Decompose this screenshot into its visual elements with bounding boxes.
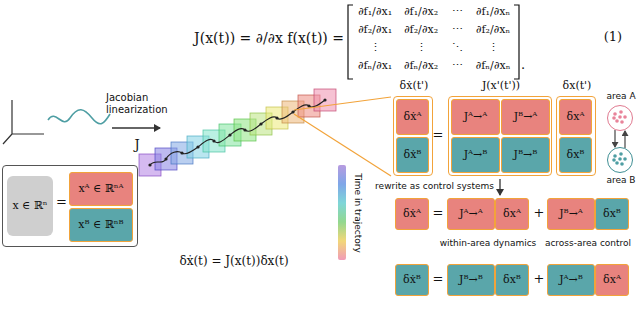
label: =	[430, 206, 446, 221]
matrix-entry: ∂f₁/∂x₂	[398, 6, 444, 19]
node-text: δxᴮ	[567, 149, 585, 162]
label: +	[532, 272, 546, 287]
node-text: Jᴬ→ᴬ	[464, 111, 488, 124]
node-text: δẋᴮ	[404, 149, 422, 162]
equation-cell: δẋᴬ	[395, 198, 429, 230]
state-vector: x ∈ ℝⁿ	[7, 176, 53, 236]
matrix-entry: ⋮	[470, 42, 516, 55]
label: J	[130, 138, 144, 153]
matrix-entry: ∂f₁/∂xₙ	[470, 6, 516, 19]
equation-cell: Jᴮ→ᴬ	[547, 198, 595, 230]
equation-cell: Jᴬ→ᴬ	[447, 198, 495, 230]
node-text: Jᴮ→ᴬ	[559, 208, 583, 221]
label: J(x(t)) = ∂/∂x f(x(t)) =	[134, 30, 344, 46]
label: across-area control	[538, 238, 638, 248]
node-text: δẋᴬ	[404, 111, 422, 124]
area-a-state: xᴬ ∈ ℝⁿᴬ	[69, 172, 133, 206]
vector-box: = x ∈ ℝⁿ xᴬ ∈ ℝⁿᴬ xᴮ ∈ ℝⁿᴮ	[2, 165, 138, 247]
matrix-entry: ⋯	[444, 60, 470, 73]
label: rewrite as control systems	[366, 181, 494, 191]
node-heading: J(x'(t'))	[437, 80, 565, 93]
node-text: x ∈ ℝⁿ	[12, 200, 47, 213]
node-text: Jᴮ→ᴬ	[514, 111, 538, 124]
matrix-entry: ⋮	[398, 42, 444, 55]
label: within-area dynamics	[438, 238, 538, 248]
matrix-cell: δẋᴮ	[396, 137, 429, 173]
neuron-dots	[608, 106, 631, 129]
matrix-entry: ∂f₁/∂x₁	[352, 6, 398, 19]
matrix-entry: ∂fₙ/∂x₂	[398, 60, 444, 73]
label: δẋ(t) = J(x(t))δx(t)	[146, 255, 322, 269]
label: .	[521, 58, 529, 73]
matrix-entry: ∂fₙ/∂xₙ	[470, 60, 516, 73]
matrix-cell: δxᴮ	[559, 137, 592, 173]
node-text: xᴬ ∈ ℝⁿᴬ	[78, 183, 123, 196]
derivative-vector: δẋ(t')δẋᴬδẋᴮ	[393, 96, 433, 176]
area-b-state: xᴮ ∈ ℝⁿᴮ	[69, 208, 133, 242]
matrix-entry: ⋯	[444, 6, 470, 19]
node-text: Jᴬ→ᴮ	[559, 274, 583, 287]
area-circle: area A	[607, 105, 633, 131]
state-vector: δx(t')δxᴬδxᴮ	[556, 96, 596, 176]
equation-cell: δẋᴮ	[395, 264, 429, 296]
equation-cell: δxᴮ	[495, 264, 529, 296]
node-text: δxᴬ	[567, 111, 585, 124]
matrix-cell: Jᴬ→ᴮ	[451, 137, 500, 173]
node-heading: δẋ(t')	[382, 80, 446, 93]
node-heading: area A	[594, 91, 640, 101]
equation-cell: Jᴮ→ᴮ	[447, 264, 495, 296]
equation-cell: δxᴬ	[595, 264, 629, 296]
node-text: δẋᴮ	[403, 274, 421, 287]
matrix-entry: ⋮	[352, 42, 398, 55]
label: (1)	[596, 30, 630, 45]
node-text: δxᴬ	[503, 208, 521, 221]
matrix-entry: ∂f₂/∂xₙ	[470, 24, 516, 37]
matrix-cell: Jᴬ→ᴬ	[451, 99, 500, 135]
matrix-entry: ⋱	[444, 42, 470, 55]
node-text: =	[56, 195, 67, 210]
node-text: Jᴮ→ᴮ	[459, 274, 483, 287]
connector-arrow	[624, 131, 625, 148]
node-text: δxᴮ	[503, 274, 521, 287]
matrix-entry: ⋯	[444, 24, 470, 37]
matrix-cell: δxᴬ	[559, 99, 592, 135]
jacobian-matrix: J(x'(t'))Jᴬ→ᴬJᴮ→ᴬJᴬ→ᴮJᴮ→ᴮ	[448, 96, 552, 176]
label: =	[430, 272, 446, 287]
node-text: δxᴬ	[603, 274, 621, 287]
matrix-cell: Jᴮ→ᴮ	[501, 137, 550, 173]
connector-arrow	[614, 130, 615, 147]
equation-cell: δxᴬ	[495, 198, 529, 230]
matrix-entry: ∂fₙ/∂x₁	[352, 60, 398, 73]
neuron-dots	[608, 148, 631, 171]
node-heading: δx(t')	[545, 80, 609, 93]
area-circle: area B	[607, 147, 633, 173]
label: =	[431, 128, 445, 143]
node-text: δẋᴬ	[403, 208, 421, 221]
node-text: Jᴬ→ᴮ	[464, 149, 488, 162]
equation-cell: Jᴬ→ᴮ	[547, 264, 595, 296]
node-text: Jᴬ→ᴬ	[459, 208, 483, 221]
label: Jacobian linearization	[106, 92, 180, 115]
node-text: xᴮ ∈ ℝⁿᴮ	[78, 219, 123, 232]
node-text: Jᴮ→ᴮ	[514, 149, 538, 162]
node-heading: area B	[594, 175, 640, 185]
label: +	[532, 206, 546, 221]
matrix-cell: δẋᴬ	[396, 99, 429, 135]
matrix-entry: ∂f₂/∂x₂	[398, 24, 444, 37]
matrix-cell: Jᴮ→ᴬ	[501, 99, 550, 135]
matrix-entry: ∂f₂/∂x₁	[352, 24, 398, 37]
node-text: δxᴮ	[603, 208, 621, 221]
label: Time in trajectory	[353, 165, 363, 261]
equation-cell: δxᴮ	[595, 198, 629, 230]
